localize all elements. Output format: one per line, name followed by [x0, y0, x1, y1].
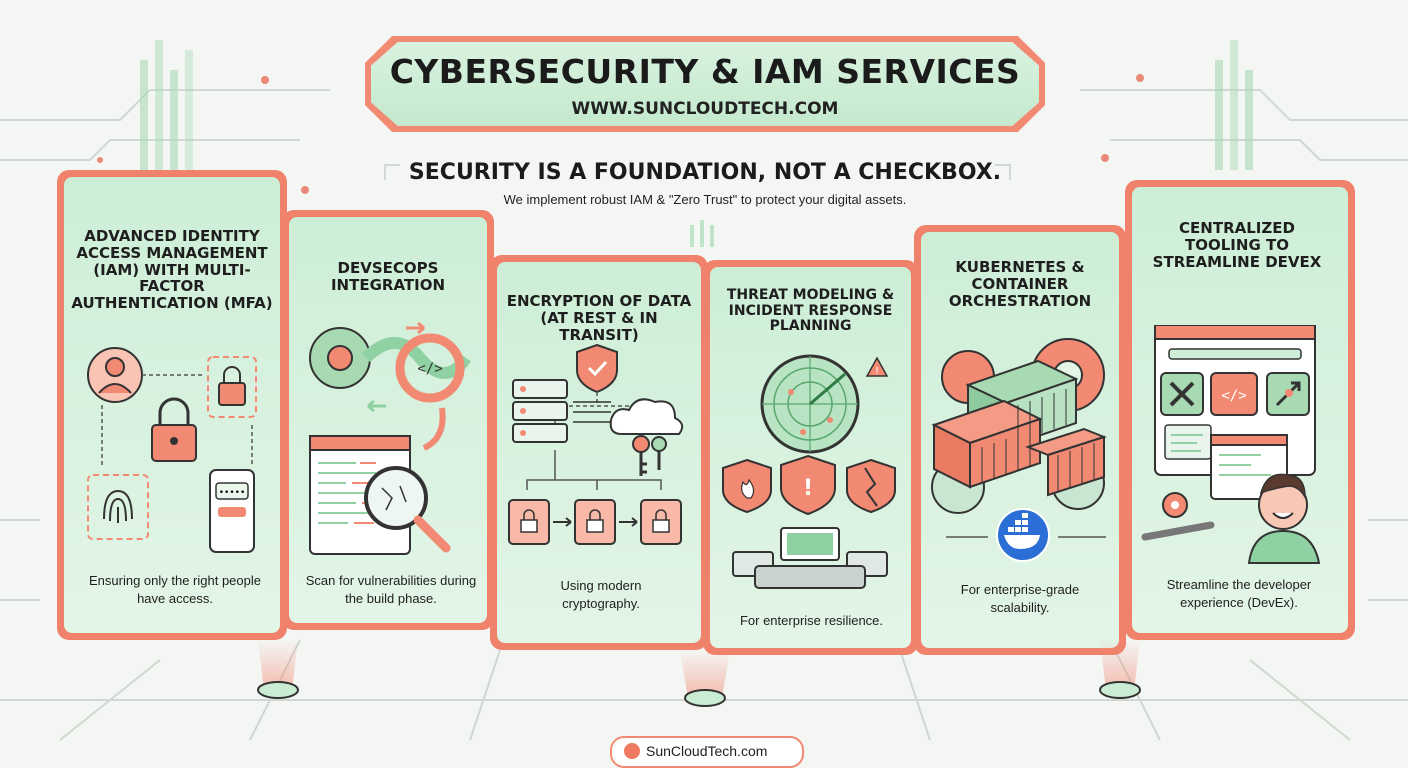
footer-brand[interactable]: SunCloudTech.com [610, 736, 804, 768]
devsecops-illustration: </> [309, 321, 471, 555]
padlock-icon [207, 356, 257, 418]
gear-icon [1162, 492, 1188, 518]
padlock-icon [151, 397, 197, 462]
tagline: SECURITY IS A FOUNDATION, NOT A CHECKBOX… [408, 160, 1002, 185]
footer-brand-text: SunCloudTech.com [646, 743, 768, 759]
code-icon: </> [395, 333, 465, 403]
encryption-illustration [508, 343, 684, 545]
kubernetes-illustration [931, 338, 1107, 562]
gear-icon [309, 327, 371, 389]
control-desk-icon [732, 527, 888, 589]
panel-title: ADVANCED IDENTITY ACCESS MANAGEMENT (IAM… [71, 227, 273, 313]
smartphone-otp-icon: ••••• [209, 469, 255, 553]
iam-illustration: ••••• [87, 347, 257, 553]
user-avatar-icon [87, 347, 143, 403]
shield-crack-icon [846, 458, 896, 514]
developer-avatar-icon [1247, 473, 1321, 564]
shield-check-icon [576, 343, 618, 394]
panel-devex: CENTRALIZED TOOLING TO STREAMLINE DEVEX … [1125, 180, 1355, 640]
radar-icon [760, 354, 860, 454]
svg-text:</>: </> [1221, 388, 1246, 404]
panel-description: For enterprise-grade scalability. [960, 582, 1080, 615]
threat-illustration: ! ! [722, 354, 896, 589]
shield-alert-icon: ! [780, 454, 836, 516]
panel-title: KUBERNETES & CONTAINER ORCHESTRATION [948, 258, 1092, 310]
panel-threat-modeling: THREAT MODELING & INCIDENT RESPONSE PLAN… [703, 260, 918, 655]
cloud-icon [609, 398, 684, 435]
panel-encryption: ENCRYPTION OF DATA (AT REST & IN TRANSIT… [490, 255, 708, 650]
panel-devsecops: DEVSECOPS INTEGRATION </> Scan for vulne… [282, 210, 494, 630]
panel-title: DEVSECOPS INTEGRATION [330, 259, 446, 294]
key-icon [632, 435, 667, 476]
file-lock-icon [508, 499, 550, 545]
docker-icon [996, 508, 1050, 562]
magnifier-icon [364, 466, 451, 553]
tagline-sub: We implement robust IAM & "Zero Trust" t… [503, 192, 907, 207]
fingerprint-icon [87, 474, 149, 540]
panel-kubernetes: KUBERNETES & CONTAINER ORCHESTRATION [914, 225, 1126, 655]
container-icon [931, 359, 1107, 497]
panel-description: For enterprise resilience. [739, 613, 884, 628]
brand-logo-icon [624, 743, 640, 759]
panel-iam-mfa: ADVANCED IDENTITY ACCESS MANAGEMENT (IAM… [57, 170, 287, 640]
panel-title: ENCRYPTION OF DATA (AT REST & IN TRANSIT… [506, 292, 692, 344]
rocket-icon [1266, 372, 1310, 416]
devex-illustration: </> [1141, 325, 1321, 564]
svg-text:!: ! [803, 476, 813, 501]
file-lock-icon [574, 499, 616, 545]
svg-text:!: ! [875, 366, 879, 377]
wrench-screwdriver-icon [1160, 372, 1204, 416]
panel-description: Streamline the developer experience (Dev… [1166, 577, 1312, 610]
panel-description: Ensuring only the right people have acce… [88, 573, 261, 606]
site-url[interactable]: WWW.SUNCLOUDTECH.COM [571, 99, 839, 119]
server-icon [512, 379, 568, 443]
svg-text:</>: </> [417, 361, 442, 377]
file-lock-icon [640, 499, 682, 545]
warning-icon: ! [865, 356, 889, 377]
shield-fire-icon [722, 458, 772, 514]
panel-title: THREAT MODELING & INCIDENT RESPONSE PLAN… [726, 287, 895, 335]
panel-title: CENTRALIZED TOOLING TO STREAMLINE DEVEX [1152, 219, 1322, 271]
panel-description: Scan for vulnerabilities during the buil… [305, 573, 477, 606]
header-banner: CYBERSECURITY & IAM SERVICES WWW.SUNCLOU… [365, 36, 1045, 132]
code-icon: </> [1210, 372, 1258, 416]
svg-text:•••••: ••••• [219, 488, 246, 498]
panel-description: Using modern cryptography. [560, 578, 642, 611]
page-title: CYBERSECURITY & IAM SERVICES [389, 52, 1021, 91]
